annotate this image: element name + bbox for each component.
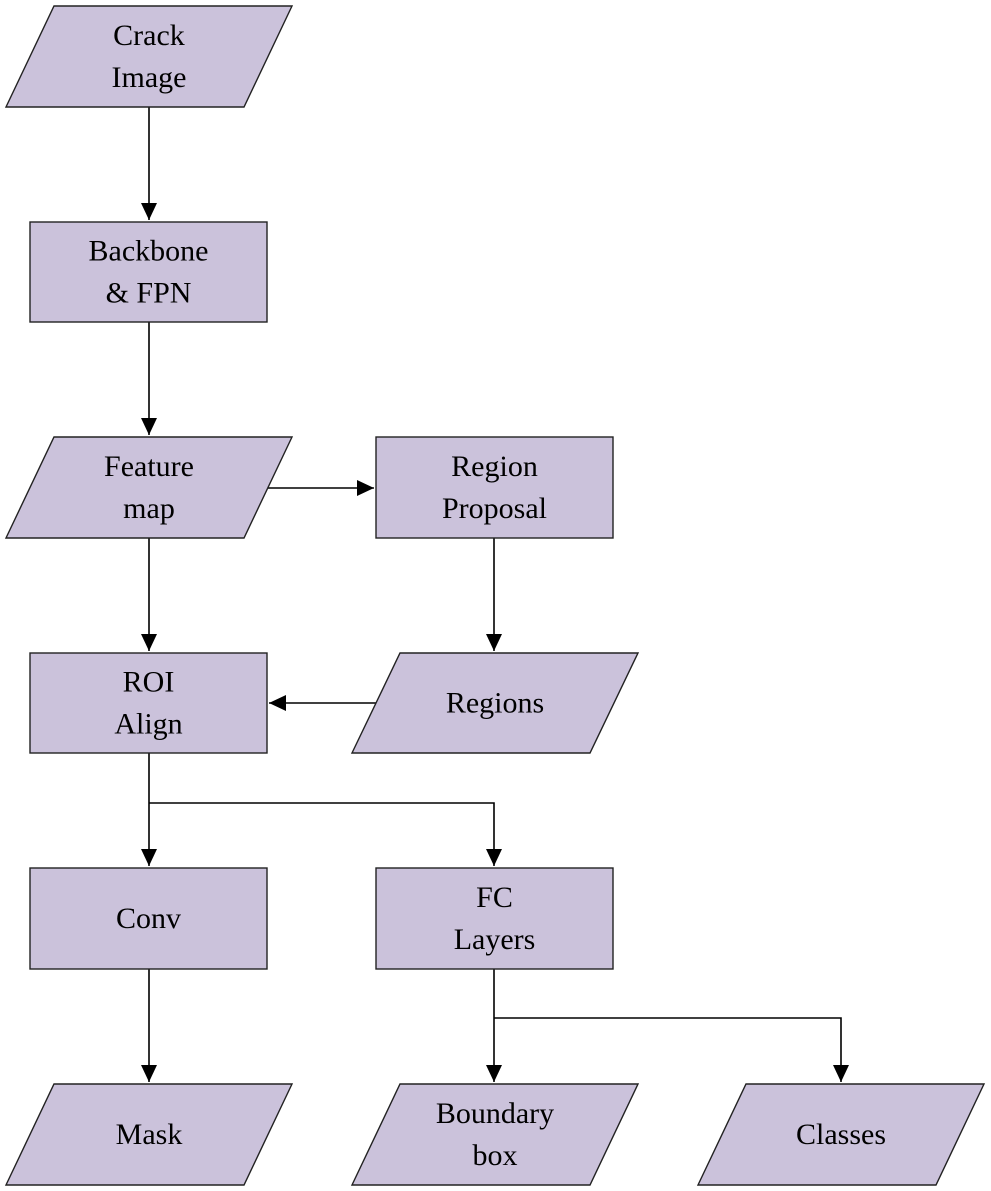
- edge-fc-layers-to-classes: [494, 1017, 849, 1082]
- node-label-line: ROI: [123, 666, 175, 699]
- edges-layer: [141, 107, 849, 1082]
- edge-regions-to-roi-align: [269, 695, 377, 711]
- node-label-line: Align: [114, 708, 182, 741]
- node-label-line: Proposal: [442, 492, 547, 525]
- edge-backbone-fpn-to-feature-map: [141, 322, 157, 435]
- edge-roi-align-to-fc-layers: [149, 802, 502, 866]
- node-label-line: Feature: [104, 450, 194, 483]
- arrow-head: [141, 203, 157, 220]
- edge-feature-map-to-region-proposal: [268, 480, 374, 496]
- parallelogram-shape: [4, 436, 294, 539]
- connector-line: [149, 802, 495, 866]
- node-roi-align: ROI Align: [29, 652, 268, 754]
- node-conv: Conv: [29, 867, 268, 970]
- node-boundary-box: Boundary box: [350, 1083, 640, 1186]
- arrow-head: [141, 418, 157, 435]
- node-classes: Classes: [696, 1083, 986, 1186]
- node-feature-map: Feature map: [4, 436, 294, 539]
- parallelogram-shape: [696, 1083, 986, 1186]
- node-fc-layers: FC Layers: [375, 867, 614, 970]
- parallelogram-shape: [350, 1083, 640, 1186]
- node-regions: Regions: [350, 652, 640, 754]
- rectangle-shape: [29, 221, 268, 323]
- arrow-head: [833, 1065, 849, 1082]
- edge-roi-align-to-conv: [141, 753, 157, 866]
- connector-line: [494, 1017, 842, 1082]
- arrow-head: [357, 480, 374, 496]
- arrow-head: [486, 849, 502, 866]
- node-label-line: Classes: [796, 1118, 886, 1151]
- node-label-line: Layers: [454, 923, 536, 956]
- node-backbone-fpn: Backbone & FPN: [29, 221, 268, 323]
- edge-conv-to-mask: [141, 969, 157, 1082]
- node-label-line: box: [473, 1139, 518, 1172]
- rectangle-shape: [29, 652, 268, 754]
- node-label-line: Backbone: [89, 235, 209, 268]
- edge-region-proposal-to-regions: [486, 538, 502, 651]
- arrow-head: [141, 1065, 157, 1082]
- edge-feature-map-to-roi-align: [141, 538, 157, 651]
- edge-fc-layers-to-boundary-box: [486, 969, 502, 1082]
- arrow-head: [486, 634, 502, 651]
- parallelogram-shape: [350, 652, 640, 754]
- node-label-line: map: [123, 492, 175, 525]
- node-label-line: FC: [476, 881, 513, 914]
- arrow-head: [141, 849, 157, 866]
- arrow-head: [141, 634, 157, 651]
- rectangle-shape: [375, 436, 614, 539]
- arrow-head: [486, 1065, 502, 1082]
- node-label-line: Regions: [446, 687, 544, 720]
- node-label-line: Image: [112, 61, 187, 94]
- rectangle-shape: [29, 867, 268, 970]
- parallelogram-shape: [4, 5, 294, 108]
- node-mask: Mask: [4, 1083, 294, 1186]
- node-label-line: Mask: [116, 1118, 183, 1151]
- node-label-line: Region: [451, 450, 538, 483]
- rectangle-shape: [375, 867, 614, 970]
- edge-crack-image-to-backbone-fpn: [141, 107, 157, 220]
- node-label-line: & FPN: [106, 277, 192, 310]
- arrow-head: [269, 695, 286, 711]
- parallelogram-shape: [4, 1083, 294, 1186]
- node-label-line: Crack: [113, 19, 185, 52]
- node-label-line: Conv: [116, 902, 181, 935]
- node-label-line: Boundary: [436, 1097, 554, 1130]
